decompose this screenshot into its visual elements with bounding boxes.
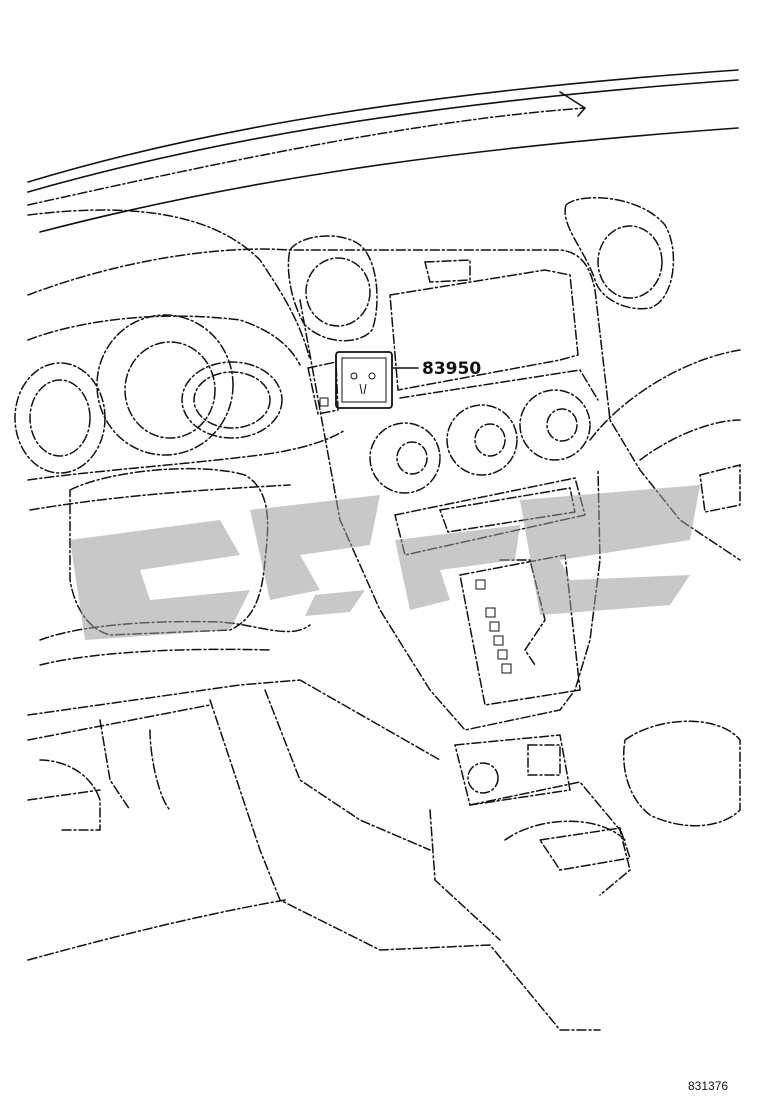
- lower-console: [429, 734, 631, 941]
- switch-indicator-right: [368, 372, 376, 380]
- switch-face: [341, 357, 387, 403]
- switch-panel: [335, 351, 393, 409]
- instrument-cluster: [14, 314, 301, 474]
- left-air-vent: [287, 235, 378, 342]
- windshield-lines: [27, 69, 739, 233]
- part-83950-switch[interactable]: [307, 351, 393, 415]
- center-display: [389, 259, 599, 401]
- diagram-code: 831376: [688, 1079, 728, 1093]
- part-number-label[interactable]: 83950: [422, 359, 481, 379]
- right-air-vent: [564, 196, 675, 310]
- right-seat: [589, 349, 741, 827]
- switch-symbol: [359, 383, 367, 395]
- dashboard-outline: [27, 209, 741, 561]
- switch-indicator-left: [350, 372, 358, 380]
- floor-lines: [27, 679, 601, 1031]
- switch-connector: [319, 397, 329, 407]
- switch-bracket: [307, 361, 339, 415]
- climate-knobs: [369, 389, 591, 494]
- watermark-logo: [70, 485, 700, 640]
